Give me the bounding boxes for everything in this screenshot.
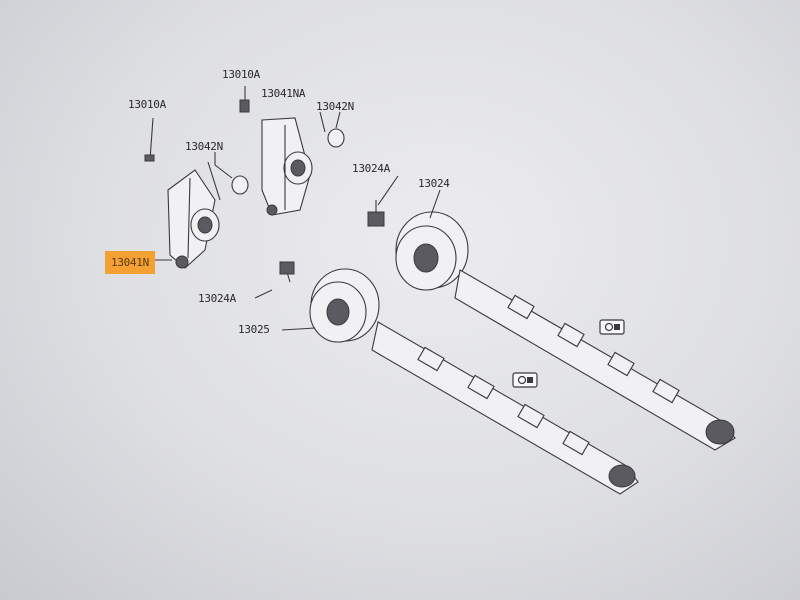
part-label-13010a-right: 13010A (222, 68, 260, 81)
part-label-13025: 13025 (238, 323, 270, 336)
upper-camshaft (367, 200, 736, 451)
part-label-13041n-highlighted[interactable]: 13041N (105, 251, 155, 274)
part-label-13024a-bottom: 13024A (198, 292, 236, 305)
part-label-13042n-left: 13042N (185, 140, 223, 153)
camshaft-symbol-icon-lower (512, 372, 538, 388)
lower-camshaft (279, 261, 639, 495)
part-label-13024: 13024 (418, 177, 450, 190)
left-tensioner-assembly (144, 117, 249, 269)
part-label-13024a-top: 13024A (352, 162, 390, 175)
part-label-13010a-left: 13010A (128, 98, 166, 111)
camshaft-symbol-icon-upper (599, 319, 625, 335)
part-label-13042n-right: 13042N (316, 100, 354, 113)
part-label-13041na: 13041NA (261, 87, 306, 100)
right-tensioner-assembly (239, 86, 345, 216)
